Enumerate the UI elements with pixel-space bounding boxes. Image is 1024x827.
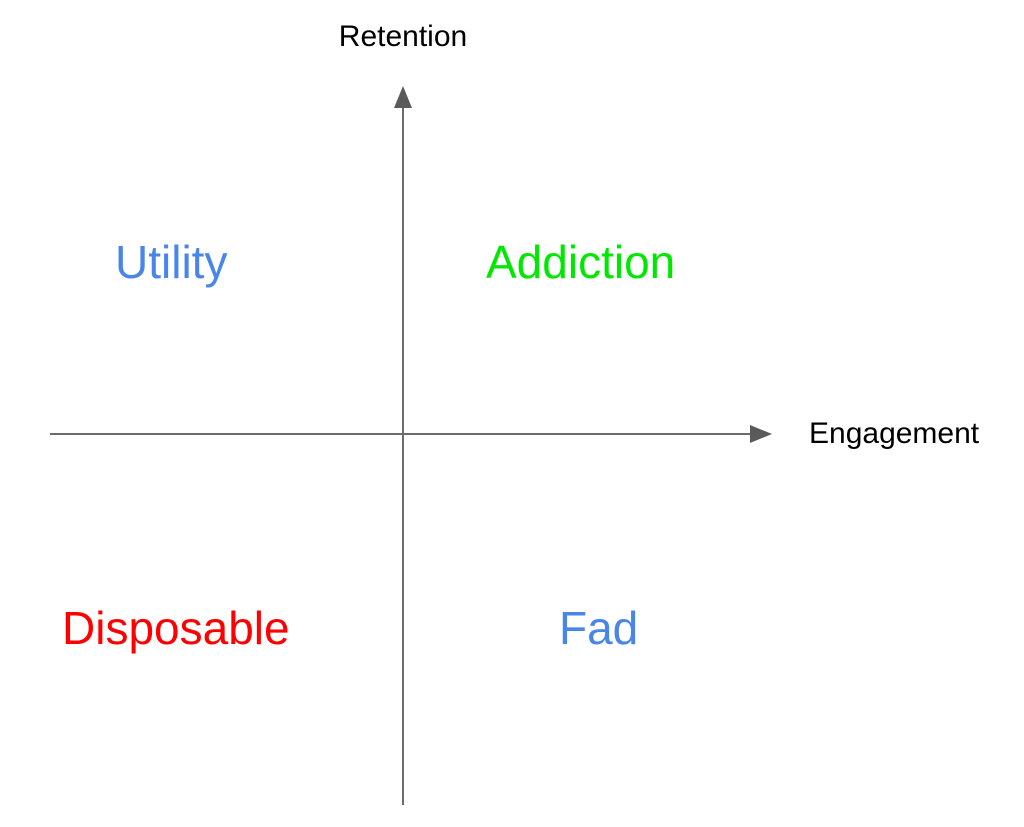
y-axis <box>394 86 412 805</box>
quadrant-label-fad: Fad <box>559 602 639 654</box>
arrow-up-icon <box>394 86 412 108</box>
quadrant-label-disposable: Disposable <box>62 602 290 654</box>
quadrant-label-addiction: Addiction <box>486 236 676 288</box>
y-axis-title: Retention <box>338 20 468 53</box>
x-axis-title: Engagement <box>809 417 980 450</box>
quadrant-label-utility: Utility <box>115 236 228 288</box>
x-axis <box>50 425 772 443</box>
arrow-right-icon <box>750 425 772 443</box>
